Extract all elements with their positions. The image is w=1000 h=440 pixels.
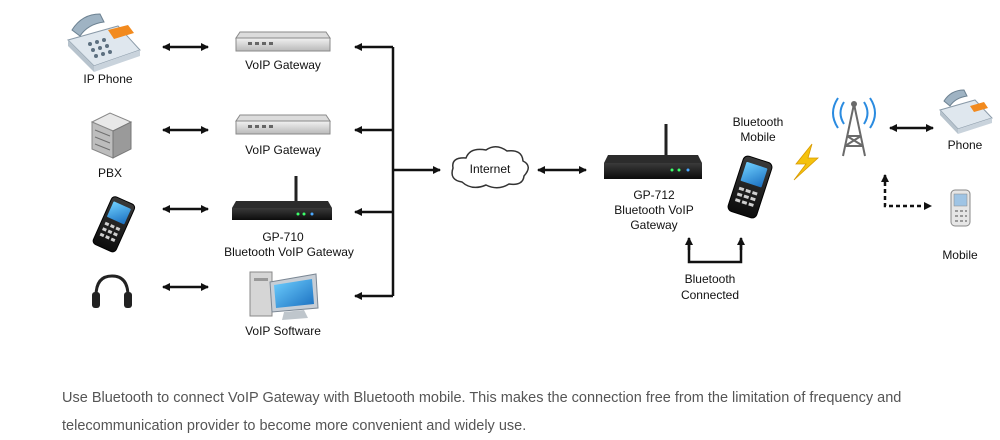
label-voip-gateway-2: VoIP Gateway <box>245 143 321 157</box>
phone-icon <box>939 89 993 134</box>
network-diagram <box>67 13 993 320</box>
computer-icon <box>249 271 319 320</box>
label-ip-phone: IP Phone <box>83 72 133 86</box>
label-gp710-type: Bluetooth VoIP Gateway <box>224 245 354 259</box>
gp710-gateway-device <box>232 176 332 220</box>
headset-icon <box>92 274 132 308</box>
voip-gateway-device-2 <box>235 114 331 135</box>
label-gp712-model: GP-712 <box>633 188 675 202</box>
label-voip-software: VoIP Software <box>245 324 321 338</box>
lightning-bolt-icon <box>793 143 820 181</box>
label-bluetooth-mobile-1: Bluetooth <box>732 115 784 129</box>
caption-line-1: Use Bluetooth to connect VoIP Gateway wi… <box>62 390 902 406</box>
label-bluetooth-mobile-2: Mobile <box>740 130 776 144</box>
label-internet: Internet <box>469 162 511 176</box>
caption-line-2: telecommunication provider to become mor… <box>62 418 527 434</box>
bluetooth-mobile-phone-icon <box>727 155 773 219</box>
label-gp712-type: Bluetooth VoIP <box>614 203 694 217</box>
cell-tower-icon <box>832 97 876 157</box>
mobile-phone-icon <box>950 189 971 227</box>
ip-phone-icon <box>67 13 141 72</box>
pbx-server-icon <box>90 112 133 159</box>
label-phone: Phone <box>947 138 983 152</box>
label-pbx: PBX <box>97 166 122 180</box>
bluetooth-mobile-icon <box>92 196 136 253</box>
voip-gateway-device-1 <box>235 31 331 52</box>
label-gp710-model: GP-710 <box>262 230 304 244</box>
caption-text: Use Bluetooth to connect VoIP Gateway wi… <box>62 384 962 440</box>
link-arrow-tower-mobile <box>881 174 932 210</box>
label-voip-gateway-1: VoIP Gateway <box>245 58 321 72</box>
label-mobile: Mobile <box>942 248 978 262</box>
gp712-gateway-device <box>604 124 702 179</box>
label-bluetooth-connected-2: Connected <box>680 288 740 302</box>
internet-cloud-icon <box>451 146 529 189</box>
label-bluetooth-connected-1: Bluetooth <box>684 272 736 286</box>
label-gp712-gateway: Gateway <box>630 218 678 232</box>
